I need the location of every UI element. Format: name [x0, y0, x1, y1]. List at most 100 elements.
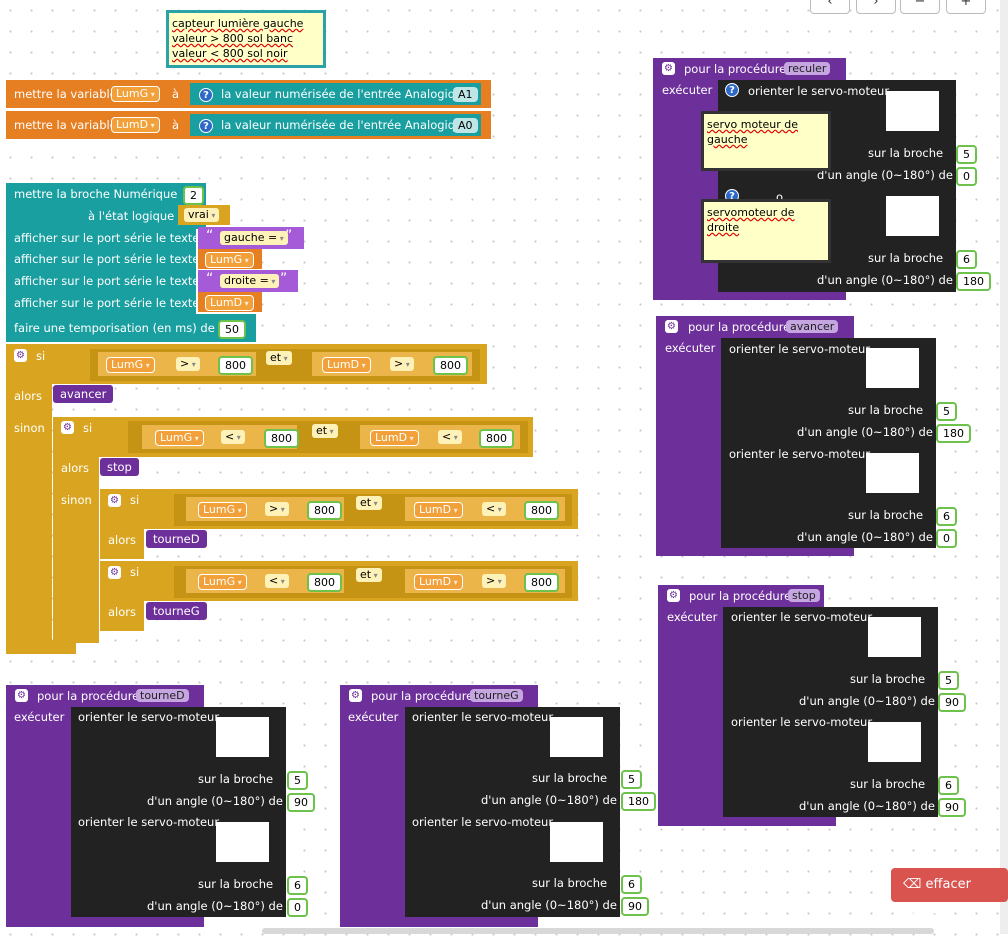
var-lumg[interactable]: LumG — [111, 86, 160, 102]
gear-icon[interactable]: ⚙ — [667, 589, 680, 602]
var-lumd[interactable]: LumD — [414, 502, 463, 518]
text-field[interactable]: gauche = — [220, 231, 288, 245]
call-stop[interactable]: stop — [100, 458, 139, 476]
angle-field[interactable]: 180 — [956, 272, 991, 291]
gear-icon[interactable]: ⚙ — [15, 689, 28, 702]
call-tourned[interactable]: tourneD — [146, 530, 207, 548]
threshold-field[interactable]: 800 — [524, 573, 559, 592]
vertical-scrollbar[interactable] — [1000, 0, 1008, 934]
and-field[interactable]: et — [266, 351, 292, 365]
call-tourneg[interactable]: tourneG — [146, 602, 207, 620]
angle-field[interactable]: 180 — [621, 792, 656, 811]
angle-field[interactable]: 90 — [938, 693, 966, 712]
pin-a0[interactable]: A0 — [453, 118, 478, 133]
pin-field[interactable]: 5 — [287, 771, 308, 790]
gear-icon[interactable]: ⚙ — [662, 62, 675, 75]
clear-all-button[interactable]: ⌫ effacer TOUS — [891, 868, 1008, 926]
proc-name[interactable]: tourneG — [470, 689, 523, 702]
digital-write-block[interactable] — [6, 183, 206, 229]
pin-field[interactable]: 6 — [956, 250, 977, 269]
pin-field[interactable]: 6 — [621, 875, 642, 894]
help-icon[interactable]: ? — [199, 88, 213, 102]
serial-print-block[interactable] — [6, 249, 196, 271]
angle-field[interactable]: 0 — [287, 898, 308, 917]
prev-button[interactable]: ‹ — [810, 0, 850, 14]
proc-name[interactable]: tourneD — [136, 689, 189, 702]
threshold-field[interactable]: 800 — [433, 356, 468, 375]
delay-block[interactable] — [6, 314, 256, 342]
operator-field[interactable]: < — [438, 430, 462, 444]
angle-field[interactable]: 90 — [938, 798, 966, 817]
zoom-out-button[interactable]: − — [900, 0, 940, 14]
var-lumd[interactable]: LumD — [414, 574, 463, 590]
proc-name[interactable]: reculer — [784, 62, 831, 75]
var-lumd[interactable]: LumD — [322, 357, 371, 373]
proc-stop[interactable] — [658, 585, 824, 607]
state-field[interactable]: vrai — [184, 208, 220, 222]
gear-icon[interactable]: ⚙ — [665, 320, 678, 333]
digital-pin-field[interactable]: 2 — [183, 186, 204, 205]
proc-name[interactable]: stop — [788, 589, 820, 602]
gear-icon[interactable]: ⚙ — [14, 349, 27, 362]
angle-field[interactable]: 90 — [621, 897, 649, 916]
angle-field[interactable]: 90 — [287, 793, 315, 812]
angle-field[interactable]: 180 — [936, 424, 971, 443]
threshold-field[interactable]: 800 — [524, 501, 559, 520]
analog-read-block[interactable] — [190, 114, 481, 136]
next-button[interactable]: › — [856, 0, 896, 14]
left-servo-comment[interactable]: servo moteur de gauche — [701, 111, 831, 171]
gear-icon[interactable]: ⚙ — [349, 689, 362, 702]
operator-field[interactable]: > — [482, 574, 506, 588]
threshold-field[interactable]: 800 — [218, 356, 253, 375]
gear-icon[interactable]: ⚙ — [108, 494, 121, 507]
call-avancer[interactable]: avancer — [53, 385, 114, 403]
serial-print-block[interactable] — [6, 292, 196, 314]
var-lumd[interactable]: LumD — [370, 430, 419, 446]
var-lumg[interactable]: LumG — [198, 502, 247, 518]
threshold-field[interactable]: 800 — [307, 501, 342, 520]
pin-field[interactable]: 6 — [287, 876, 308, 895]
gear-icon[interactable]: ⚙ — [108, 566, 121, 579]
threshold-field[interactable]: 800 — [264, 429, 299, 448]
delay-field[interactable]: 50 — [218, 320, 246, 339]
operator-field[interactable]: < — [221, 430, 245, 444]
pin-field[interactable]: 5 — [621, 770, 642, 789]
top-comment[interactable]: capteur lumière gauche valeur > 800 sol … — [166, 10, 326, 68]
operator-field[interactable]: > — [176, 357, 200, 371]
pin-field[interactable]: 6 — [938, 776, 959, 795]
horizontal-scrollbar[interactable] — [262, 928, 934, 934]
operator-field[interactable]: > — [265, 502, 289, 516]
operator-field[interactable]: < — [265, 574, 289, 588]
operator-field[interactable]: < — [482, 502, 506, 516]
help-icon[interactable]: ? — [725, 83, 739, 97]
and-field[interactable]: et — [312, 424, 338, 438]
analog-read-block[interactable] — [190, 83, 481, 105]
angle-field[interactable]: 0 — [956, 167, 977, 186]
threshold-field[interactable]: 800 — [479, 429, 514, 448]
pin-field[interactable]: 5 — [938, 671, 959, 690]
servo-label: orienter le servo-moteur — [729, 342, 871, 356]
pin-field[interactable]: 5 — [936, 402, 957, 421]
and-field[interactable]: et — [356, 568, 382, 582]
pin-a1[interactable]: A1 — [453, 87, 478, 102]
var-lumg[interactable]: LumG — [198, 574, 247, 590]
threshold-field[interactable]: 800 — [307, 573, 342, 592]
var-lumd[interactable]: LumD — [111, 117, 160, 133]
angle-field[interactable]: 0 — [936, 529, 957, 548]
serial-print-block[interactable] — [6, 270, 196, 292]
serial-print-block[interactable] — [6, 228, 196, 250]
right-servo-comment[interactable]: servomoteur de droite — [701, 199, 831, 263]
help-icon[interactable]: ? — [199, 119, 213, 133]
zoom-in-button[interactable]: + — [946, 0, 986, 14]
gear-icon[interactable]: ⚙ — [61, 421, 74, 434]
var-lumg[interactable]: LumG — [106, 357, 155, 373]
pin-field[interactable]: 5 — [956, 145, 977, 164]
var-lumd[interactable]: LumD — [205, 295, 254, 311]
proc-name[interactable]: avancer — [786, 320, 839, 333]
var-lumg[interactable]: LumG — [155, 430, 204, 446]
operator-field[interactable]: > — [390, 357, 414, 371]
var-lumg[interactable]: LumG — [205, 252, 254, 268]
pin-field[interactable]: 6 — [936, 507, 957, 526]
text-field[interactable]: droite = — [220, 274, 280, 288]
and-field[interactable]: et — [356, 496, 382, 510]
